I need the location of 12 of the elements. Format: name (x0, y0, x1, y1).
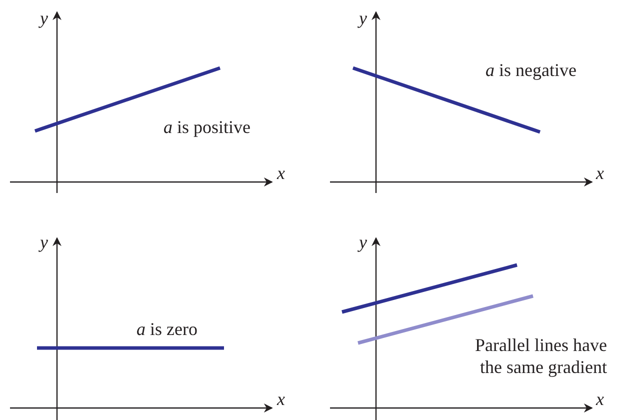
axis-label: x (596, 163, 604, 185)
axis-label: x (596, 389, 604, 411)
axis-label: y (359, 8, 367, 30)
axis-label: y (40, 8, 48, 30)
annotation-text: a is positive (164, 117, 250, 139)
axis-label: x (277, 389, 285, 411)
annotation-text: a is zero (136, 319, 198, 341)
annotation-text: Parallel lines have the same gradient (474, 335, 607, 378)
axis-label: x (277, 163, 285, 185)
annotation-text: a is negative (486, 60, 576, 82)
axis-label: y (359, 232, 367, 254)
axis-label: y (40, 232, 48, 254)
